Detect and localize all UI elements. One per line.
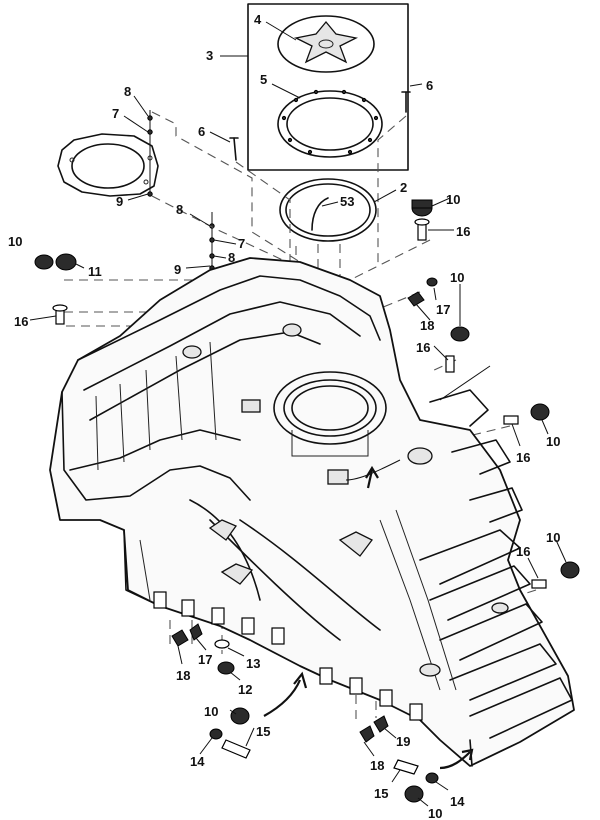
callout-11: 11	[88, 264, 102, 279]
clip-17-upper	[426, 277, 438, 287]
callout-17-upper: 17	[436, 302, 450, 317]
callout-6-right: 6	[426, 78, 433, 93]
callout-16-right-3: 16	[516, 544, 530, 559]
callout-16-right-1: 16	[416, 340, 430, 355]
callout-14-left: 14	[190, 754, 205, 769]
callout-10-bottom-right: 10	[428, 806, 442, 820]
callout-18-upper: 18	[420, 318, 434, 333]
bolt-15-left	[221, 739, 251, 759]
callout-10-left: 10	[8, 234, 22, 249]
callout-7-upper: 7	[112, 106, 119, 121]
fastener-stack-upper	[147, 110, 153, 197]
callout-10-top-right: 10	[446, 192, 460, 207]
callout-16-top-right: 16	[456, 224, 470, 239]
plug-16-left	[52, 304, 68, 325]
bolt-15-right	[393, 759, 419, 775]
callout-6-left: 6	[198, 124, 205, 139]
main-housing	[49, 257, 575, 767]
callout-16-right-2: 16	[516, 450, 530, 465]
callout-10-right-2: 10	[546, 434, 560, 449]
callout-10-right-3: 10	[546, 530, 560, 545]
screw-6-right	[401, 91, 411, 113]
callout-15-right: 15	[374, 786, 388, 801]
callout-13: 13	[246, 656, 260, 671]
callout-15-left: 15	[256, 724, 270, 739]
callout-19: 19	[396, 734, 410, 749]
callout-8-mid: 8	[176, 202, 183, 217]
clip-18-upper	[407, 291, 425, 307]
callout-53: 53	[340, 194, 354, 209]
cap-nut-right-3	[560, 561, 580, 579]
callout-18-lower-left: 18	[176, 668, 190, 683]
callout-12: 12	[238, 682, 252, 697]
callout-17-lower-left: 17	[198, 652, 212, 667]
plug-16-top-right	[414, 218, 430, 241]
plug-16-right-1	[445, 355, 455, 373]
callout-18-lower-right: 18	[370, 758, 384, 773]
screw-6-left	[229, 137, 239, 161]
cap-11-left	[55, 253, 77, 271]
callout-labels: 2 3 4 5 6 6 53 8 7 9 8 7 9 8 10 11 16 10…	[8, 12, 560, 820]
callout-5: 5	[260, 72, 267, 87]
clip-17-lower-left	[189, 623, 203, 641]
plug-16-right-2	[503, 415, 519, 425]
callout-9-upper: 9	[116, 194, 123, 209]
nut-14-right	[425, 772, 439, 784]
cap-nut-right-2	[530, 403, 550, 421]
cap-nut-right-1	[450, 326, 470, 342]
cap-nut-left	[34, 254, 54, 270]
callout-14-right: 14	[450, 794, 465, 809]
cap-nut-bottom-left	[230, 707, 250, 725]
callout-10-right-1: 10	[450, 270, 464, 285]
clip-18-lower-left	[171, 629, 189, 647]
direction-arrows	[263, 465, 474, 770]
callout-leaders	[29, 21, 567, 807]
retaining-ring	[277, 89, 383, 158]
flange-plate	[57, 133, 159, 197]
plug-16-right-3	[531, 579, 547, 589]
callout-8-upper: 8	[124, 84, 131, 99]
callout-8-lower: 8	[228, 250, 235, 265]
callout-10-bottom-left: 10	[204, 704, 218, 719]
callout-7-mid: 7	[238, 236, 245, 251]
callout-3: 3	[206, 48, 213, 63]
clip-18-lower-right	[359, 725, 375, 743]
callout-16-left: 16	[14, 314, 28, 329]
callout-2: 2	[400, 180, 407, 195]
fastener-stack-mid	[209, 212, 215, 271]
washer-13	[214, 639, 230, 649]
cap-plate	[277, 15, 375, 73]
gasket-ring	[279, 178, 377, 242]
cap-nut-top-right	[411, 199, 433, 217]
nut-14-left	[209, 728, 223, 740]
nut-12	[217, 661, 235, 675]
callout-9-mid: 9	[174, 262, 181, 277]
detail-box	[220, 3, 409, 171]
callout-4: 4	[254, 12, 262, 27]
